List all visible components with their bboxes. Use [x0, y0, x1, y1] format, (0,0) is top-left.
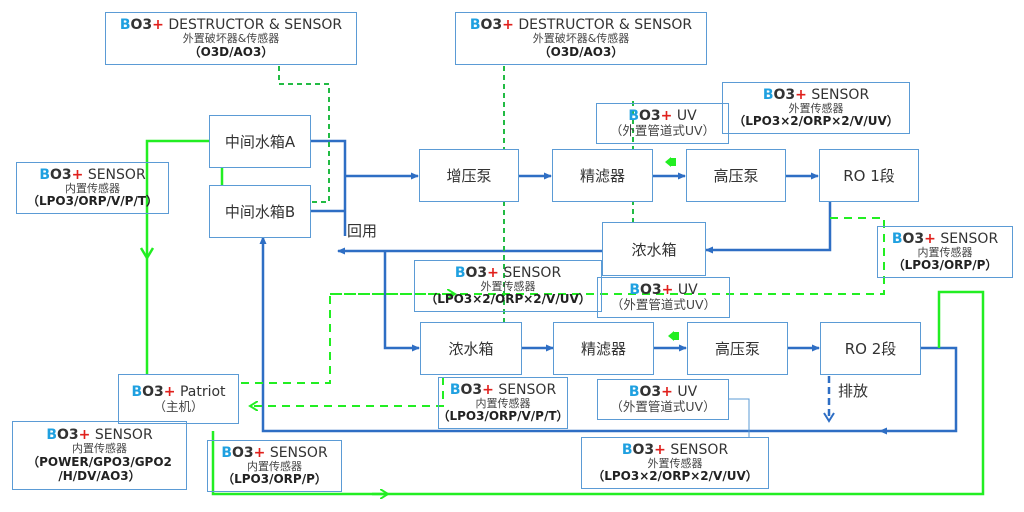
module-spec: （LPO3/ORP/V/P/T） — [437, 409, 569, 424]
filter-1-label: 精滤器 — [579, 167, 625, 185]
module-title: BO3+ DESTRUCTOR & SENSOR — [119, 17, 343, 34]
int-sensor-right: BO3+ SENSOR 内置传感器 （LPO3/ORP/P） — [877, 226, 1013, 278]
module-spec: （LPO3/ORP/P） — [892, 258, 998, 273]
filter-2-label: 精滤器 — [580, 340, 626, 358]
conc-tank-2-label: 浓水箱 — [448, 340, 494, 358]
module-spec-line2: /H/DV/AO3） — [58, 468, 141, 483]
module-subtitle: 外置传感器 — [647, 456, 703, 470]
module-subtitle: 内置传感器 — [475, 396, 531, 410]
uv-module-2: BO3+ UV （外置管道式UV） — [597, 277, 730, 318]
int-sensor-mid: BO3+ SENSOR 内置传感器 （LPO3/ORP/V/P/T） — [437, 377, 569, 429]
tank-a-label: 中间水箱A — [224, 133, 296, 151]
hp-pump-1: 高压泵 — [686, 149, 786, 202]
module-title: BO3+ SENSOR — [454, 264, 562, 281]
solid-ro2-top — [211, 290, 985, 496]
green-down-arrow-left — [139, 247, 155, 261]
module-spec: （O3D/AO3） — [188, 44, 274, 59]
hp-pump-1-label: 高压泵 — [713, 167, 759, 185]
tank-b: 中间水箱B — [209, 185, 311, 238]
module-title: BO3+ SENSOR — [221, 444, 328, 461]
dash-ro1-sensor — [240, 217, 885, 384]
ext-sensor-top: BO3+ SENSOR 外置传感器 （LPO3×2/ORP×2/V/UV） — [722, 82, 910, 134]
module-title: BO3+ SENSOR — [762, 86, 870, 103]
module-subtitle: 外置传感器 — [788, 101, 844, 115]
module-spec: （LPO3×2/ORP×2/V/UV） — [592, 469, 758, 484]
module-title: BO3+ SENSOR — [449, 381, 557, 398]
signal-solid-lines — [145, 139, 985, 496]
pipe-return-to-tankB — [259, 236, 880, 433]
conc-tank-1-label: 浓水箱 — [631, 240, 677, 259]
module-subtitle: （主机） — [153, 398, 204, 414]
module-subtitle: 外置破坏器&传感器 — [182, 32, 280, 46]
int-sensor-bottom: BO3+ SENSOR 内置传感器 （LPO3/ORP/P） — [207, 440, 342, 492]
module-subtitle: （外置管道式UV） — [609, 123, 716, 139]
solid-tankA-left — [145, 139, 209, 375]
module-spec: （POWER/GPO3/GPO2 — [27, 455, 172, 470]
module-title: BO3+ Patriot — [131, 383, 226, 400]
module-subtitle: 外置传感器 — [480, 279, 536, 293]
module-subtitle: 内置传感器 — [72, 442, 127, 456]
destructor-sensor-2: BO3+ DESTRUCTOR & SENSOR 外置破坏器&传感器 （O3D/… — [455, 12, 707, 65]
module-subtitle: （外置管道式UV） — [610, 297, 717, 313]
pipe-ro1-conc1 — [705, 202, 832, 254]
ro-2: RO 2段 — [820, 322, 921, 375]
uv-module-1: BO3+ UV （外置管道式UV） — [596, 103, 729, 144]
module-title: BO3+ UV — [628, 108, 697, 125]
module-spec: （O3D/AO3） — [538, 44, 624, 59]
module-title: BO3+ UV — [629, 282, 698, 299]
destructor-sensor-1: BO3+ DESTRUCTOR & SENSOR 外置破坏器&传感器 （O3D/… — [105, 12, 357, 65]
conc-tank-1: 浓水箱 — [602, 222, 706, 276]
dash-sensor-patriot — [250, 377, 444, 406]
hp-pump-2: 高压泵 — [687, 322, 788, 375]
booster-pump: 增压泵 — [419, 149, 519, 202]
connector-uv3-sensor — [729, 398, 750, 437]
ext-sensor-bottom: BO3+ SENSOR 外置传感器 （LPO3×2/ORP×2/V/UV） — [581, 437, 769, 489]
module-spec: （LPO3/ORP/P） — [222, 472, 327, 487]
tank-b-label: 中间水箱B — [224, 203, 296, 221]
module-spec: （LPO3/ORP/V/P/T） — [26, 194, 159, 209]
module-title: BO3+ SENSOR — [46, 427, 153, 444]
booster-pump-label: 增压泵 — [446, 167, 492, 185]
ro-1-label: RO 1段 — [843, 167, 895, 185]
pipe-tankA-out — [311, 139, 347, 236]
int-sensor-left: BO3+ SENSOR 内置传感器 （LPO3/ORP/V/P/T） — [16, 162, 169, 214]
module-subtitle: （外置管道式UV） — [610, 399, 716, 415]
reuse-label: 回用 — [347, 222, 378, 240]
module-title: BO3+ DESTRUCTOR & SENSOR — [469, 17, 693, 34]
filter-1: 精滤器 — [552, 149, 653, 202]
uv-module-3: BO3+ UV （外置管道式UV） — [597, 379, 729, 420]
conc-tank-2: 浓水箱 — [420, 322, 522, 375]
filter-2: 精滤器 — [553, 322, 654, 375]
module-title: BO3+ SENSOR — [621, 441, 729, 458]
module-subtitle: 内置传感器 — [247, 459, 302, 473]
module-title: BO3+ UV — [628, 384, 698, 401]
module-title: BO3+ SENSOR — [39, 166, 146, 183]
hp-pump-2-label: 高压泵 — [714, 340, 760, 358]
module-subtitle: 内置传感器 — [65, 181, 120, 195]
module-subtitle: 内置传感器 — [917, 245, 973, 259]
module-spec: （LPO3×2/ORP×2/V/UV） — [733, 114, 899, 129]
module-title: BO3+ SENSOR — [891, 230, 999, 247]
discharge-arrowhead — [823, 412, 835, 423]
pipe-to-conc2 — [383, 251, 420, 352]
ro-1: RO 1段 — [819, 149, 919, 202]
ext-sensor-mid: BO3+ SENSOR 外置传感器 （LPO3×2/ORP×2/V/UV） — [414, 260, 602, 312]
discharge-label: 排放 — [838, 382, 869, 400]
module-spec: （LPO3×2/ORP×2/V/UV） — [425, 292, 591, 307]
dash-destructor1-tankA — [278, 66, 330, 203]
ro-2-label: RO 2段 — [844, 340, 897, 358]
int-sensor-host: BO3+ SENSOR 内置传感器 （POWER/GPO3/GPO2 /H/DV… — [12, 421, 187, 490]
signal-bright-dashed — [240, 217, 885, 406]
tank-a: 中间水箱A — [209, 115, 311, 168]
module-subtitle: 外置破坏器&传感器 — [532, 32, 630, 46]
patriot-host: BO3+ Patriot （主机） — [118, 374, 239, 424]
